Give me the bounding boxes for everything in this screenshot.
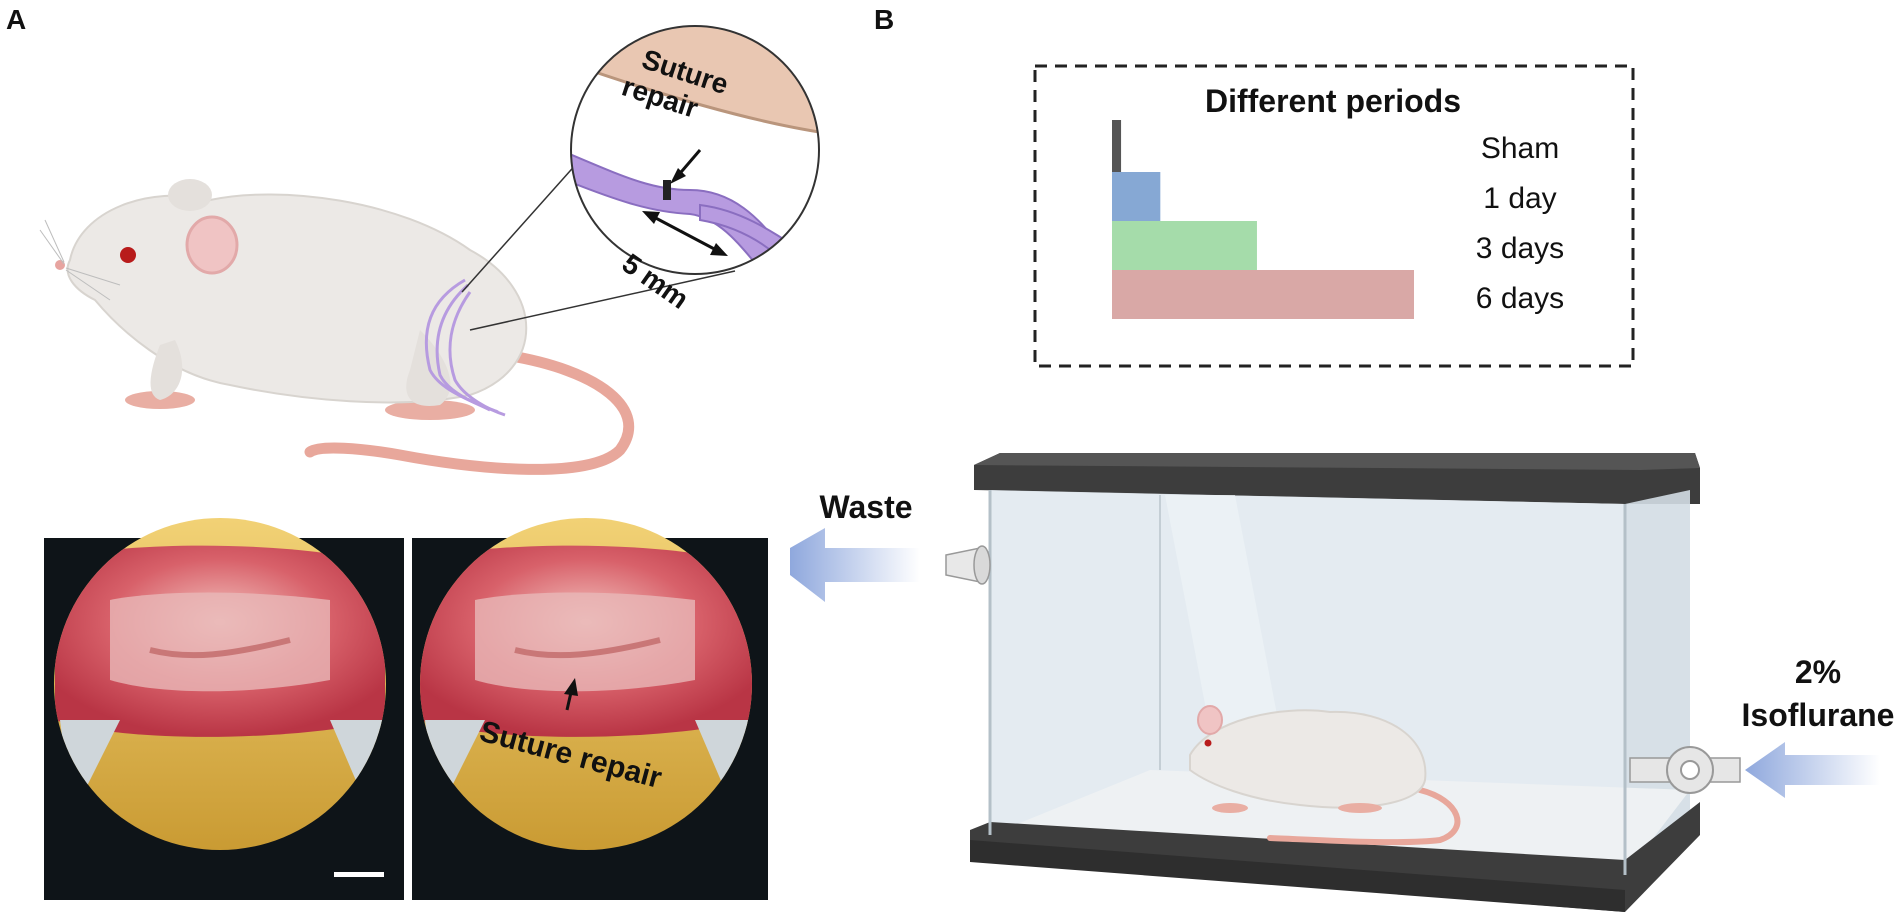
- panel-label-b: B: [874, 4, 895, 35]
- rat-ear: [185, 215, 239, 275]
- anesthesia-chamber: [945, 453, 1741, 912]
- isoflurane-percent: 2%: [1795, 654, 1841, 690]
- rat-eye: [120, 247, 136, 263]
- period-bar-0: [1112, 120, 1122, 172]
- isoflurane-arrow: [1745, 742, 1880, 798]
- rat-in-chamber: [1189, 705, 1461, 846]
- period-label-0: Sham: [1481, 132, 1559, 165]
- suture-mark: [663, 180, 671, 200]
- waste-port: [945, 545, 991, 585]
- period-label-1: 1 day: [1483, 182, 1556, 215]
- surgical-photo-right: Suture repair: [412, 518, 768, 900]
- rat-hind-foot: [385, 400, 475, 420]
- panel-label-a: A: [6, 4, 27, 35]
- rat-tail: [304, 349, 635, 475]
- period-bar-2: [1112, 221, 1257, 270]
- waste-arrow: [790, 528, 920, 602]
- waste-label: Waste: [819, 489, 912, 525]
- periods-title: Different periods: [1205, 83, 1461, 119]
- inlet-port: [1629, 746, 1741, 794]
- periods-box: Different periods Sham 1 day 3 days 6 days: [1033, 64, 1635, 368]
- period-bars: [1112, 120, 1414, 319]
- scale-bar: [334, 872, 384, 877]
- period-label-2: 3 days: [1476, 232, 1564, 265]
- period-labels: Sham 1 day 3 days 6 days: [1476, 132, 1564, 315]
- nerve-inset: Suture repair 5 mm: [570, 25, 820, 315]
- rat-body: [66, 193, 528, 404]
- rat-illustration: [39, 142, 736, 475]
- period-bar-3: [1112, 270, 1414, 319]
- isoflurane-label: Isoflurane: [1742, 697, 1895, 733]
- sciatic-nerve: [424, 278, 506, 417]
- surgical-photo-left: [44, 518, 404, 900]
- period-bar-1: [1112, 172, 1161, 221]
- period-label-3: 6 days: [1476, 282, 1564, 315]
